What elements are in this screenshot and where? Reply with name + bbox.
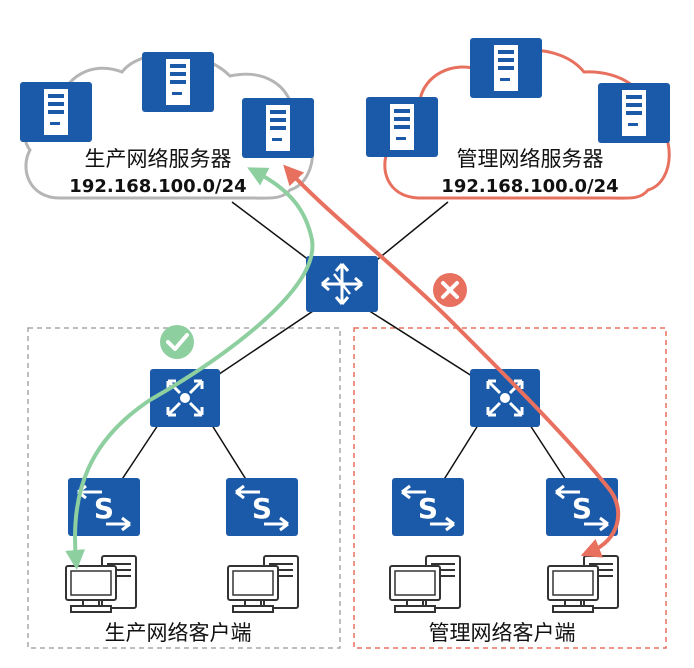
access-switch-icon [390, 476, 466, 538]
management-clients-label: 管理网络客户端 [429, 621, 576, 645]
production-cloud-subnet: 192.168.100.0/24 [69, 176, 246, 197]
management-cloud-subnet: 192.168.100.0/24 [441, 176, 618, 197]
computer-icon [65, 555, 137, 613]
production-cloud-title: 生产网络服务器 [85, 147, 232, 171]
server-icon [598, 83, 670, 143]
blocked-path [283, 164, 621, 558]
access-switch-icon [224, 476, 300, 538]
computer-icon [389, 555, 461, 613]
server-icon [142, 52, 214, 112]
server-icon [242, 98, 314, 158]
checkmark-icon [160, 325, 194, 359]
computer-icon [547, 555, 619, 613]
server-icon [366, 97, 438, 157]
management-cloud-title: 管理网络服务器 [457, 147, 604, 171]
server-icon [470, 38, 542, 98]
server-icon [20, 82, 92, 142]
production-clients-label: 生产网络客户端 [105, 621, 252, 645]
cross-icon [433, 273, 467, 307]
computer-icon [227, 555, 299, 613]
router-icon [304, 254, 380, 314]
